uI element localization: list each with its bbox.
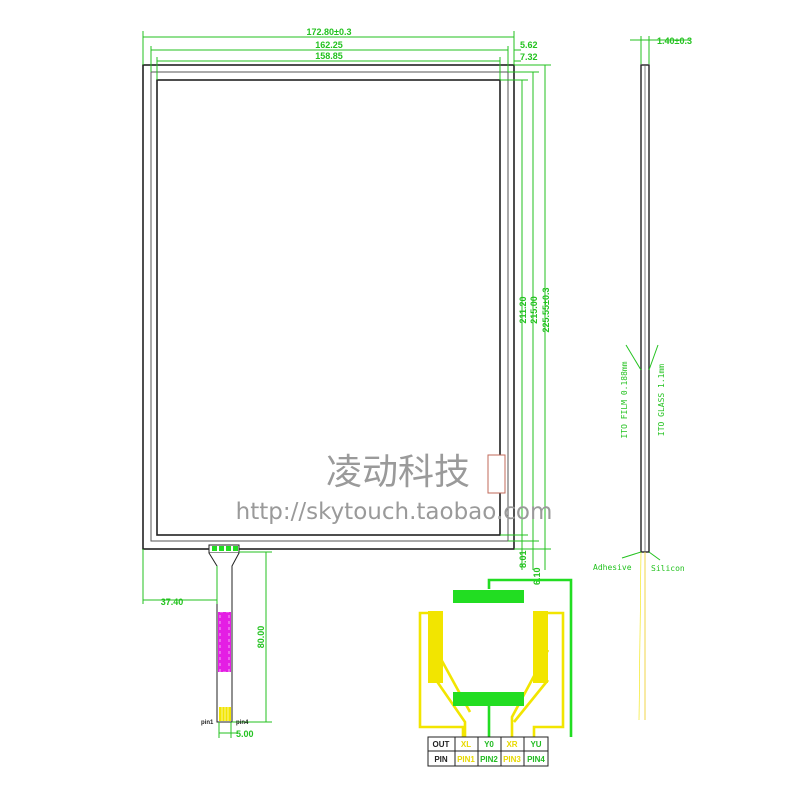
pin-table-out-xr: XR	[506, 740, 517, 749]
dim-bottom-offset-b: 6.10	[532, 567, 542, 585]
pin-table-out-xl: XL	[461, 740, 471, 749]
dim-overall-height: 225.55±0.3	[541, 288, 551, 333]
pin-table-out-head: OUT	[433, 740, 450, 749]
panel-view-area	[156, 79, 501, 536]
panel-film-outline	[150, 71, 509, 542]
electrode-schematic	[418, 578, 573, 737]
pin-table-out-y0: Y0	[484, 740, 494, 749]
layer-ito-film: ITO FILM 0.188mm	[620, 361, 629, 438]
dim-tail-length: 80.00	[256, 626, 266, 649]
right-dimensions	[500, 64, 551, 570]
bus-bar-bottom	[453, 692, 524, 706]
side-dimensions	[621, 36, 690, 561]
pin1-label: pin1	[201, 720, 214, 726]
pin-table-pin4: PIN4	[527, 755, 545, 764]
dim-offset-film: 5.62	[520, 40, 538, 50]
dim-bottom-offset-a: 8.01	[518, 550, 528, 568]
dim-view-height: 211.20	[518, 296, 528, 323]
dim-overall-width: 172.80±0.3	[307, 27, 352, 37]
pin4-label: pin4	[236, 720, 249, 726]
front-view	[142, 64, 515, 550]
pin-table-pin-head: PIN	[434, 755, 448, 764]
bus-bar-right	[533, 611, 548, 683]
watermark-url: http://skytouch.taobao.com	[236, 499, 553, 525]
side-view	[638, 64, 650, 721]
watermark: 凌动科技 http://skytouch.taobao.com	[236, 452, 553, 525]
dim-thickness: 1.40±0.3	[657, 36, 692, 46]
dim-tail-pitch: 5.00	[236, 729, 254, 739]
flex-tail	[208, 544, 240, 723]
pin-table-pin3: PIN3	[503, 755, 521, 764]
watermark-seal	[487, 454, 506, 494]
bus-bar-left	[428, 611, 443, 683]
pin-table: OUT XL Y0 XR YU PIN PIN1 PIN2 PIN3 PIN4	[427, 736, 549, 767]
label-silicon: Silicon	[651, 564, 685, 573]
pin-table-out-yu: YU	[530, 740, 541, 749]
pin-table-pin2: PIN2	[480, 755, 498, 764]
dim-tail-offset: 37.40	[161, 597, 184, 607]
bus-bar-top	[453, 590, 524, 603]
layer-ito-glass: ITO GLASS 1.1mm	[657, 364, 666, 436]
dim-view-width: 158.85	[315, 51, 343, 61]
tail-stiffener	[218, 612, 231, 672]
tail-dimensions	[142, 549, 272, 738]
watermark-name: 凌动科技	[326, 452, 470, 493]
panel-outer-outline	[142, 64, 515, 550]
pin-table-pin1: PIN1	[457, 755, 475, 764]
dim-offset-view: 7.32	[520, 52, 538, 62]
label-adhesive: Adhesive	[593, 563, 632, 572]
dim-film-width: 162.25	[315, 40, 343, 50]
top-dimensions	[142, 31, 521, 80]
dim-film-height: 215.00	[529, 296, 539, 324]
